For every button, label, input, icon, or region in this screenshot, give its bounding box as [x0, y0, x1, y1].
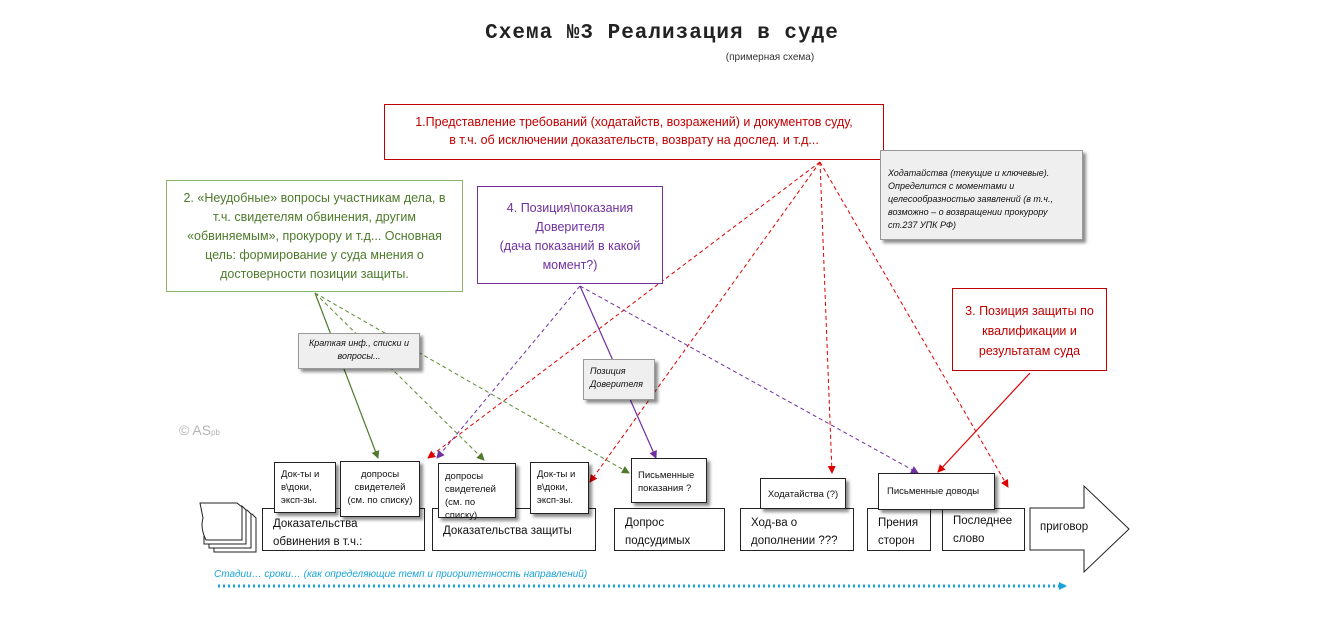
copyright-mark: © ASpb: [179, 422, 220, 438]
client-note-text: Позиция Доверителя: [590, 366, 643, 389]
client-note: Позиция Доверителя: [583, 359, 655, 400]
motions-note: Ходатайства (текущие и ключевые). Опреде…: [880, 150, 1083, 240]
timeline-label: Стадии… сроки… (как определяющие темп и …: [214, 569, 588, 580]
copyright-suffix: pb: [211, 428, 221, 437]
requests-line-1: 1.Представление требований (ходатайств, …: [415, 115, 853, 129]
sub-docs-expert-2: Док-ты и в\доки, эксп-зы.: [530, 462, 589, 514]
copyright-text: © AS: [179, 422, 212, 438]
stage-defense-label: Доказательства защиты: [443, 525, 572, 537]
motions-note-text: Ходатайства (текущие и ключевые). Опреде…: [888, 168, 1053, 230]
sub-witness-questions-1-text: допросы свидетелей (см. по списку): [347, 469, 413, 506]
verdict-arrow: [1029, 484, 1130, 574]
arrow-client-to-arguments: [579, 285, 919, 474]
questions-box: 2. «Неудобные» вопросы участникам дела, …: [166, 180, 463, 292]
sub-motions-q: Ходатайства (?): [760, 478, 846, 509]
questions-text: 2. «Неудобные» вопросы участникам дела, …: [183, 191, 446, 281]
arrow-requests-to-defense: [589, 161, 821, 483]
arrow-questions-solid: [314, 292, 380, 459]
stage-last-word-label: Последнее слово: [953, 515, 1013, 545]
client-line-3: (дача показаний в какой момент?): [499, 239, 641, 272]
arrow-client-to-prosecution: [436, 285, 581, 459]
stage-last-word: Последнее слово: [942, 508, 1025, 551]
sub-written-arguments-text: Письменные доводы: [887, 486, 980, 497]
sub-witness-questions-2: допросы свидетелей (см. по списку): [438, 463, 516, 521]
requests-box: 1.Представление требований (ходатайств, …: [384, 104, 884, 160]
arrow-questions-to-defense-witness: [314, 292, 485, 461]
page-subtitle: (примерная схема): [725, 52, 815, 63]
stage-motion-label: Ход-ва о дополнении ???: [751, 517, 838, 547]
stage-debates: Прения сторон: [867, 508, 931, 551]
brief-info-note: Краткая инф., списки и вопросы...: [298, 333, 420, 369]
arrow-questions-to-testimony: [314, 292, 630, 474]
sub-docs-expert-2-text: Док-ты и в\доки, эксп-зы.: [537, 469, 576, 506]
sub-motions-q-text: Ходатайства (?): [767, 489, 839, 500]
stage-defendant-label: Допрос подсудимых: [625, 517, 691, 547]
stage-defendant-interrogation: Допрос подсудимых: [614, 508, 725, 551]
sub-witness-questions-2-text: допросы свидетелей (см. по списку): [445, 471, 496, 521]
sub-written-arguments: Письменные доводы: [878, 473, 995, 510]
client-position-box: 4. Позиция\показания Доверителя (дача по…: [477, 186, 663, 284]
client-line-2: Доверителя: [535, 220, 605, 234]
sub-written-testimony-text: Письменные показания ?: [638, 470, 695, 494]
stage-motion-supplement: Ход-ва о дополнении ???: [740, 508, 854, 551]
arrow-requests-to-motions: [819, 161, 836, 474]
documents-icon: [199, 502, 257, 553]
arrow-position-to-arguments: [937, 372, 1031, 473]
requests-line-2: в т.ч. об исключении доказательств, возв…: [449, 133, 819, 147]
sub-written-testimony: Письменные показания ?: [631, 458, 707, 503]
defense-position-text: 3. Позиция защиты по квалификации и резу…: [965, 304, 1094, 358]
defense-position-box: 3. Позиция защиты по квалификации и резу…: [952, 288, 1107, 371]
page-title: Схема №3 Реализация в суде: [485, 22, 839, 45]
stage-debates-label: Прения сторон: [878, 517, 919, 547]
sub-docs-expert-1: Док-ты и в\доки, эксп-зы.: [274, 462, 336, 513]
stage-prosecution-label: Доказательства обвинения в т.ч.:: [273, 518, 363, 548]
client-line-1: 4. Позиция\показания: [506, 201, 634, 215]
sub-witness-questions-1: допросы свидетелей (см. по списку): [340, 461, 420, 517]
sub-docs-expert-1-text: Док-ты и в\доки, эксп-зы.: [281, 469, 320, 506]
brief-info-text: Краткая инф., списки и вопросы...: [308, 338, 410, 361]
stage-verdict-label: приговор: [1040, 521, 1089, 533]
